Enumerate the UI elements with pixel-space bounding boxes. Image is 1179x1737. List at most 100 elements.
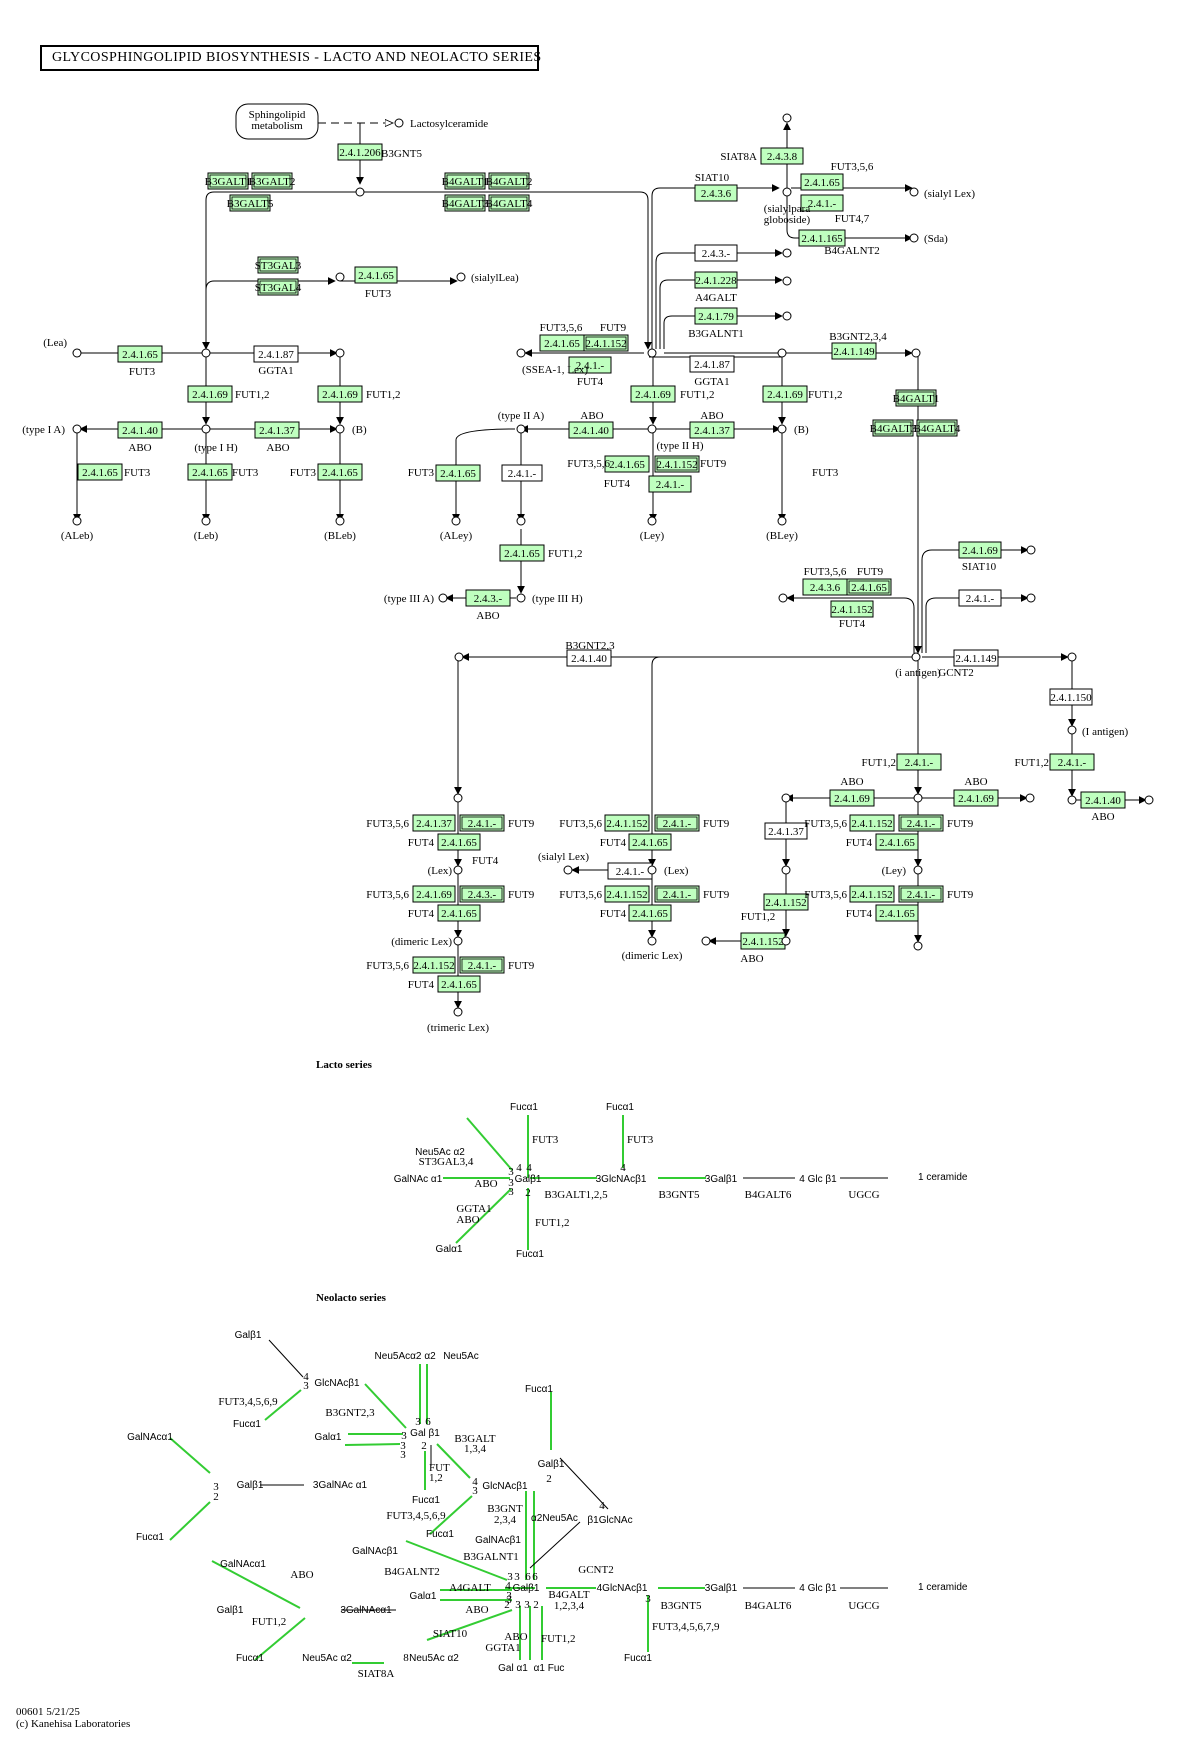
compound-node[interactable] — [394, 118, 404, 128]
enzyme-box[interactable]: 2.4.1.87 — [253, 345, 299, 363]
enzyme-box[interactable]: 2.4.1.69 — [829, 789, 875, 807]
enzyme-box[interactable]: 2.4.1.65 — [437, 904, 481, 922]
compound-node[interactable] — [777, 424, 787, 434]
compound-node[interactable] — [913, 941, 923, 951]
enzyme-box[interactable]: 2.4.1.- — [459, 956, 505, 974]
enzyme-box[interactable]: 2.4.3.- — [459, 885, 505, 903]
compound-node[interactable] — [781, 936, 791, 946]
enzyme-box[interactable]: 2.4.1.69 — [412, 885, 456, 903]
compound-node[interactable] — [454, 652, 464, 662]
compound-node[interactable] — [72, 348, 82, 358]
compound-node[interactable] — [201, 348, 211, 358]
compound-node[interactable] — [453, 936, 463, 946]
enzyme-box[interactable]: B3GALT2 — [249, 172, 296, 190]
enzyme-box[interactable]: 2.4.1.149 — [831, 342, 877, 360]
enzyme-box[interactable]: 2.4.1.65 — [117, 345, 163, 363]
compound-node[interactable] — [911, 348, 921, 358]
compound-node[interactable] — [516, 593, 526, 603]
compound-node[interactable] — [913, 793, 923, 803]
enzyme-box[interactable]: 2.4.1.69 — [317, 385, 363, 403]
enzyme-box[interactable]: 2.4.1.87 — [689, 355, 735, 373]
enzyme-box[interactable]: 2.4.1.37 — [764, 822, 808, 840]
compound-node[interactable] — [1144, 795, 1154, 805]
enzyme-box[interactable]: 2.4.1.- — [648, 475, 692, 493]
enzyme-box[interactable]: 2.4.1.65 — [604, 455, 650, 473]
compound-node[interactable] — [647, 865, 657, 875]
compound-node[interactable] — [453, 865, 463, 875]
enzyme-box[interactable]: 2.4.1.65 — [354, 266, 398, 284]
compound-node[interactable] — [453, 1007, 463, 1017]
enzyme-box[interactable]: 2.4.1.152 — [763, 893, 809, 911]
compound-node[interactable] — [701, 936, 711, 946]
enzyme-box[interactable]: 2.4.1.- — [898, 814, 944, 832]
compound-node[interactable] — [911, 652, 921, 662]
enzyme-box[interactable]: 2.4.1.152 — [583, 334, 629, 352]
enzyme-box[interactable]: 2.4.1.65 — [628, 904, 672, 922]
enzyme-box[interactable]: 2.4.3.- — [465, 589, 511, 607]
enzyme-box[interactable]: 2.4.1.65 — [435, 464, 481, 482]
compound-node[interactable] — [1026, 593, 1036, 603]
enzyme-box[interactable]: 2.4.1.37 — [412, 814, 456, 832]
enzyme-box[interactable]: 2.4.1.152 — [654, 455, 700, 473]
compound-node[interactable] — [1067, 725, 1077, 735]
enzyme-box[interactable]: ST3GAL4 — [255, 278, 302, 296]
enzyme-box[interactable]: 2.4.1.- — [654, 814, 700, 832]
enzyme-box[interactable]: 2.4.3.6 — [802, 578, 848, 596]
enzyme-box[interactable]: 2.4.1.- — [898, 885, 944, 903]
compound-node[interactable] — [909, 233, 919, 243]
enzyme-box[interactable]: 2.4.1.206 — [337, 143, 383, 161]
compound-node[interactable] — [438, 593, 448, 603]
compound-node[interactable] — [72, 516, 82, 526]
compound-node[interactable] — [1067, 652, 1077, 662]
enzyme-box[interactable]: 2.4.1.65 — [846, 578, 892, 596]
compound-node[interactable] — [913, 865, 923, 875]
enzyme-box[interactable]: 2.4.1.40 — [568, 421, 614, 439]
enzyme-box[interactable]: 2.4.1.- — [896, 753, 942, 771]
enzyme-box[interactable]: 2.4.1.152 — [849, 814, 895, 832]
enzyme-box[interactable]: 2.4.1.- — [568, 356, 612, 374]
compound-node[interactable] — [782, 276, 792, 286]
enzyme-box[interactable]: B3GALT1 — [205, 172, 252, 190]
enzyme-box[interactable]: 2.4.1.40 — [1080, 791, 1126, 809]
compound-node[interactable] — [1025, 793, 1035, 803]
compound-node[interactable] — [777, 516, 787, 526]
enzyme-box[interactable]: 2.4.1.65 — [499, 544, 545, 562]
enzyme-box[interactable]: 2.4.1.- — [607, 862, 653, 880]
compound-node[interactable] — [909, 187, 919, 197]
enzyme-box[interactable]: 2.4.1.65 — [437, 833, 481, 851]
compound-node[interactable] — [516, 348, 526, 358]
enzyme-box[interactable]: 2.4.1.69 — [953, 789, 999, 807]
enzyme-box[interactable]: B4GALT4 — [914, 419, 961, 437]
compound-node[interactable] — [335, 348, 345, 358]
enzyme-box[interactable]: 2.4.1.152 — [849, 885, 895, 903]
compound-node[interactable] — [335, 424, 345, 434]
enzyme-box[interactable]: 2.4.1.- — [459, 814, 505, 832]
enzyme-box[interactable]: 2.4.1.- — [501, 464, 543, 482]
enzyme-box[interactable]: 2.4.3.- — [694, 244, 738, 262]
enzyme-box[interactable]: 2.4.1.152 — [740, 932, 786, 950]
enzyme-box[interactable]: B4GALT2 — [486, 172, 533, 190]
compound-node[interactable] — [778, 593, 788, 603]
compound-node[interactable] — [782, 248, 792, 258]
enzyme-box[interactable]: 2.4.1.150 — [1049, 688, 1093, 706]
enzyme-box[interactable]: 2.4.1.65 — [437, 975, 481, 993]
compound-node[interactable] — [647, 424, 657, 434]
compound-node[interactable] — [781, 865, 791, 875]
compound-node[interactable] — [355, 187, 365, 197]
enzyme-box[interactable]: 2.4.1.149 — [953, 649, 999, 667]
enzyme-box[interactable]: 2.4.1.69 — [762, 385, 808, 403]
enzyme-box[interactable]: 2.4.1.65 — [539, 334, 585, 352]
enzyme-box[interactable]: 2.4.1.37 — [689, 421, 735, 439]
enzyme-box[interactable]: 2.4.1.69 — [187, 385, 233, 403]
compound-node[interactable] — [335, 516, 345, 526]
enzyme-box[interactable]: 2.4.1.- — [958, 589, 1002, 607]
enzyme-box[interactable]: 2.4.3.6 — [694, 184, 738, 202]
enzyme-box[interactable]: B4GALT3 — [442, 194, 489, 212]
enzyme-box[interactable]: 2.4.1.65 — [187, 463, 233, 481]
enzyme-box[interactable]: 2.4.1.152 — [412, 956, 456, 974]
enzyme-box[interactable]: 2.4.1.152 — [604, 885, 650, 903]
enzyme-box[interactable]: 2.4.1.37 — [254, 421, 300, 439]
compound-node[interactable] — [1026, 545, 1036, 555]
enzyme-box[interactable]: B3GALT5 — [227, 194, 274, 212]
